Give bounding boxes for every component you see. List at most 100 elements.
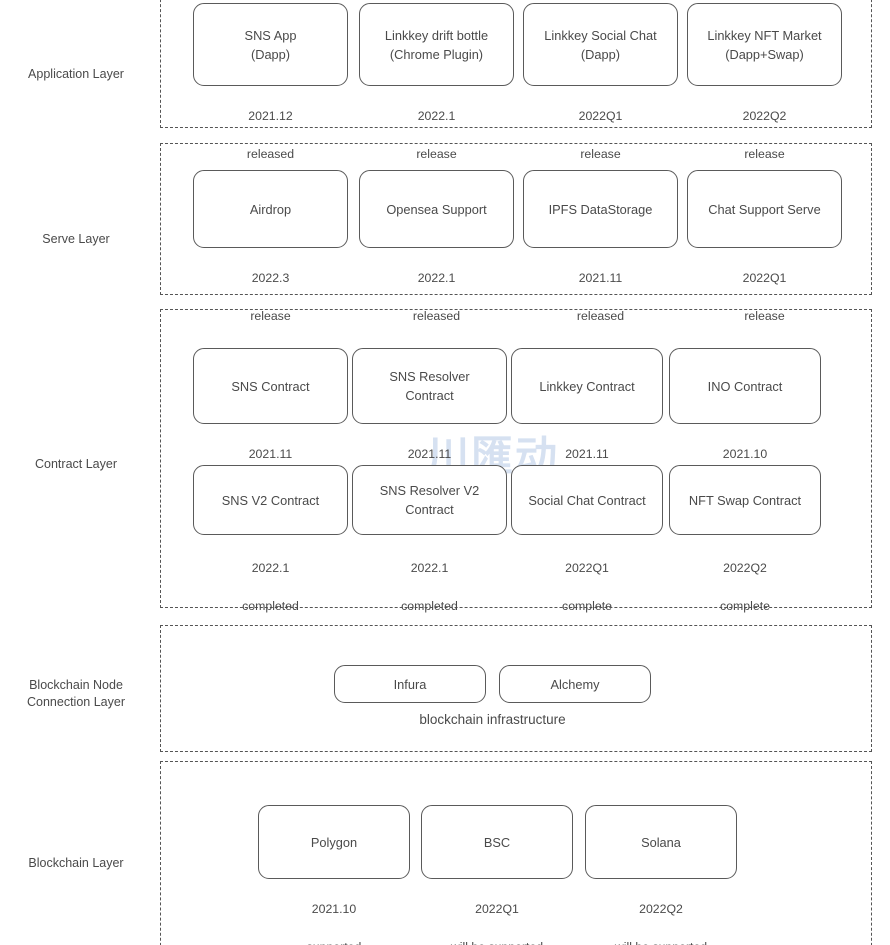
caption-status: released (576, 309, 625, 323)
caption-status: supported (258, 938, 410, 945)
caption-status: complete (720, 599, 770, 613)
caption-date: 2021.11 (407, 447, 452, 461)
caption-date: 2022.1 (417, 109, 456, 123)
card-sns-app[interactable]: SNS App (Dapp) (193, 3, 348, 86)
caption-linkkey-nft-market: 2022Q2 release (687, 88, 842, 183)
caption-status: will be supported (585, 938, 737, 945)
caption-status: release (580, 147, 621, 161)
caption-bsc: 2022Q1 will be supported (421, 881, 573, 945)
caption-sns-v2-contract: 2022.1 completed (193, 540, 348, 635)
caption-date: 2021.10 (311, 902, 357, 916)
layer-band-application (160, 0, 872, 128)
layer-label-node-connection: Blockchain Node Connection Layer (27, 678, 125, 709)
card-airdrop[interactable]: Airdrop (193, 170, 348, 248)
caption-date: 2021.11 (565, 447, 609, 461)
caption-date: 2022Q2 (639, 902, 683, 916)
card-label: Linkkey drift bottle (Chrome Plugin) (384, 27, 489, 62)
caption-nft-swap-contract: 2022Q2 complete (669, 540, 821, 635)
caption-sns-app: 2021.12 released (193, 88, 348, 183)
caption-date: 2021.10 (722, 447, 768, 461)
card-sns-resolver-contract[interactable]: SNS Resolver Contract (352, 348, 507, 424)
card-label: Airdrop (249, 201, 292, 217)
caption-date: 2022Q1 (565, 561, 609, 575)
caption-date: 2022Q2 (723, 561, 767, 575)
caption-date: 2021.11 (578, 271, 623, 285)
card-linkkey-contract[interactable]: Linkkey Contract (511, 348, 663, 424)
layer-band-serve (160, 143, 872, 295)
caption-social-chat-contract: 2022Q1 complete (511, 540, 663, 635)
caption-date: 2022.3 (251, 271, 290, 285)
card-ipfs-datastorage[interactable]: IPFS DataStorage (523, 170, 678, 248)
card-label: SNS Resolver Contract (389, 369, 470, 403)
caption-date: 2022.1 (417, 271, 456, 285)
caption-date: 2021.11 (248, 447, 293, 461)
card-label: Solana (641, 834, 681, 850)
caption-linkkey-social-chat: 2022Q1 release (523, 88, 678, 183)
caption-ipfs-datastorage: 2021.11 released (523, 250, 678, 345)
card-infura[interactable]: Infura (334, 665, 486, 703)
card-label: Social Chat Contract (528, 492, 646, 508)
card-label: SNS Resolver V2 Contract (379, 483, 480, 517)
card-label: Polygon (310, 834, 358, 850)
card-label: Linkkey Contract (539, 378, 635, 394)
caption-date: 2022Q1 (742, 271, 787, 285)
caption-date: 2022Q1 (578, 109, 623, 123)
caption-status: released (412, 309, 461, 323)
caption-date: 2022Q1 (475, 902, 519, 916)
caption-date: 2021.12 (248, 109, 293, 123)
caption-date: 2022.1 (251, 561, 290, 575)
caption-status: release (744, 147, 785, 161)
layer-band-node-connection (160, 625, 872, 752)
caption-linkkey-drift-bottle: 2022.1 release (359, 88, 514, 183)
card-label: BSC (483, 834, 511, 850)
card-nft-swap-contract[interactable]: NFT Swap Contract (669, 465, 821, 535)
caption-status: completed (401, 599, 458, 613)
card-sns-resolver-v2-contract[interactable]: SNS Resolver V2 Contract (352, 465, 507, 535)
layer-label-blockchain: Blockchain Layer (28, 856, 124, 870)
caption-polygon: 2021.10 supported (258, 881, 410, 945)
card-opensea-support[interactable]: Opensea Support (359, 170, 514, 248)
card-bsc[interactable]: BSC (421, 805, 573, 879)
card-linkkey-social-chat[interactable]: Linkkey Social Chat (Dapp) (523, 3, 678, 86)
card-sns-v2-contract[interactable]: SNS V2 Contract (193, 465, 348, 535)
layer-label-serve: Serve Layer (42, 232, 110, 246)
card-social-chat-contract[interactable]: Social Chat Contract (511, 465, 663, 535)
caption-status: released (246, 147, 295, 161)
card-label: Linkkey NFT Market (Dapp+Swap) (707, 27, 822, 62)
card-linkkey-drift-bottle[interactable]: Linkkey drift bottle (Chrome Plugin) (359, 3, 514, 86)
layer-label-application: Application Layer (28, 67, 124, 81)
card-solana[interactable]: Solana (585, 805, 737, 879)
caption-status: will be supported (421, 938, 573, 945)
caption-status: completed (242, 599, 299, 613)
card-label: SNS App (Dapp) (244, 27, 297, 62)
layer-label-contract: Contract Layer (35, 457, 117, 471)
card-ino-contract[interactable]: INO Contract (669, 348, 821, 424)
caption-status: complete (562, 599, 612, 613)
card-alchemy[interactable]: Alchemy (499, 665, 651, 703)
layer-band-blockchain (160, 761, 872, 945)
caption-status: release (416, 147, 457, 161)
card-chat-support-serve[interactable]: Chat Support Serve (687, 170, 842, 248)
card-label: SNS V2 Contract (221, 492, 320, 508)
card-label: IPFS DataStorage (548, 201, 653, 217)
caption-airdrop: 2022.3 release (193, 250, 348, 345)
card-label: SNS Contract (231, 378, 310, 394)
card-label: Alchemy (550, 676, 600, 692)
card-label: Infura (393, 676, 427, 692)
caption-date: 2022.1 (410, 561, 449, 575)
caption-opensea-support: 2022.1 released (359, 250, 514, 345)
card-label: Chat Support Serve (708, 201, 821, 217)
caption-status: release (250, 309, 291, 323)
layer-band-contract (160, 309, 872, 608)
caption-status: release (744, 309, 785, 323)
caption-sns-resolver-v2-contract: 2022.1 completed (352, 540, 507, 635)
blockchain-infrastructure-note: blockchain infrastructure (419, 712, 566, 727)
card-sns-contract[interactable]: SNS Contract (193, 348, 348, 424)
card-label: Opensea Support (386, 201, 487, 217)
card-polygon[interactable]: Polygon (258, 805, 410, 879)
caption-date: 2022Q2 (742, 109, 787, 123)
card-linkkey-nft-market[interactable]: Linkkey NFT Market (Dapp+Swap) (687, 3, 842, 86)
card-label: NFT Swap Contract (688, 492, 802, 508)
caption-chat-support-serve: 2022Q1 release (687, 250, 842, 345)
